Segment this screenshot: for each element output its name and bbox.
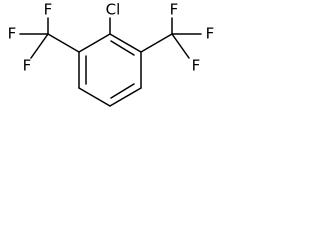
ring-bond-top-right [109, 33, 142, 53]
chlorine-atom-label: Cl [106, 1, 121, 19]
right-fluorine-bottom-label: F [192, 57, 201, 75]
ring-bond-bottom-right [109, 87, 142, 107]
right-fluorine-top-label: F [170, 1, 179, 19]
left-fluorine-top-label: F [44, 1, 53, 19]
right-fluorine-bottom-bond [171, 33, 190, 59]
aromatic-inner-bond-bottom-right [110, 83, 135, 99]
right-trifluoromethyl-bond [140, 33, 173, 53]
left-fluorine-bottom-label: F [23, 57, 32, 75]
chemical-structure-canvas: Cl F F F F F F [0, 0, 222, 134]
left-fluorine-left-label: F [8, 25, 17, 43]
left-fluorine-bottom-bond [30, 33, 49, 59]
left-trifluoromethyl-bond [47, 33, 80, 53]
molecule-diagram: Cl F F F F F F [8, 1, 215, 107]
aromatic-inner-bond-top-right [110, 40, 135, 56]
ring-bond-top-left [78, 33, 111, 53]
right-fluorine-right-label: F [206, 25, 215, 43]
ring-bond-bottom-left [78, 87, 111, 107]
